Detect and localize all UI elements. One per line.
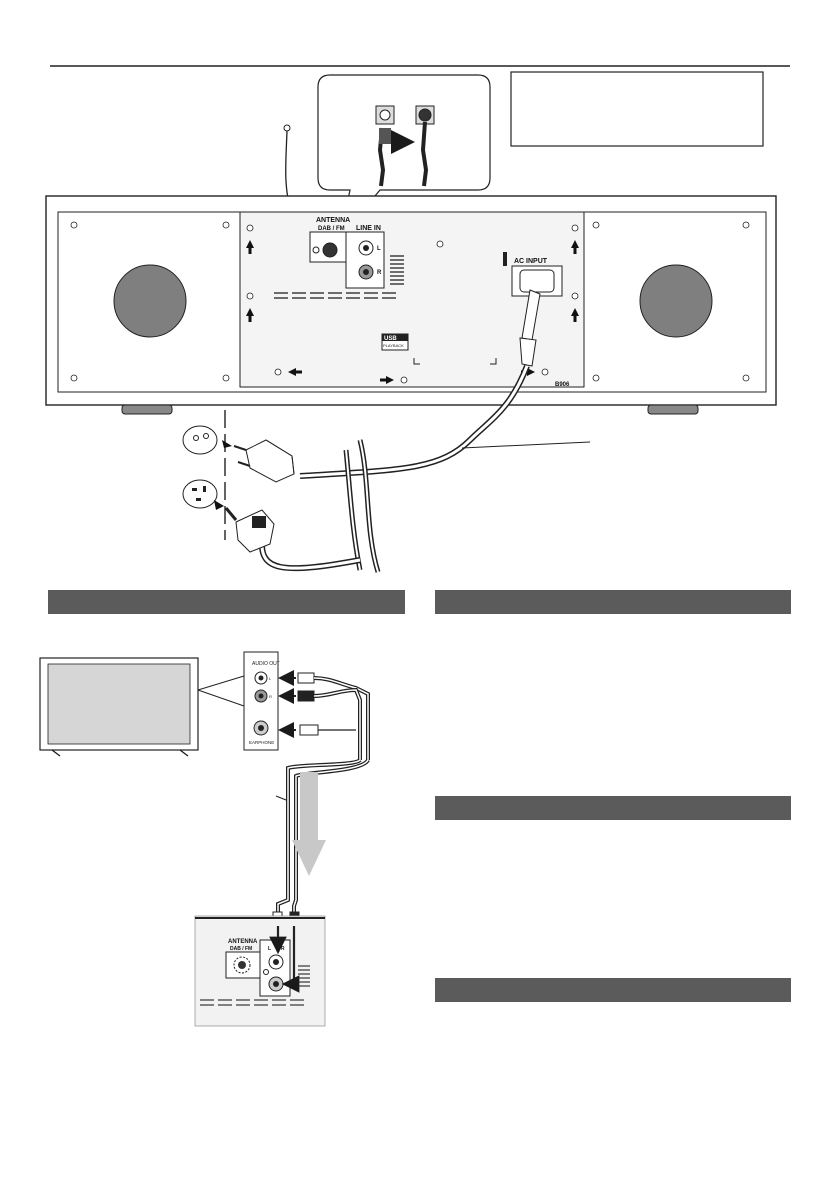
line-in-socket: LINE IN L R	[345, 225, 385, 289]
line-in-left-label: L	[377, 246, 381, 252]
antenna-socket: ANTENNA DAB / FM	[309, 217, 350, 263]
ac-input-socket: AC INPUT	[503, 252, 563, 297]
television	[39, 657, 245, 757]
cable-leader-line	[461, 441, 591, 449]
tv-audio-panel: AUDIO OUT L R EARPHONE	[243, 651, 280, 751]
audio-cable	[272, 670, 370, 927]
audio-out-right-label: R	[269, 694, 272, 699]
foot-right	[647, 404, 699, 415]
usb-label: USB	[384, 336, 397, 342]
model-code: B906	[555, 382, 570, 388]
vent-slots	[274, 255, 404, 299]
earphone-label: EARPHONE	[249, 740, 274, 745]
speaker-right	[639, 264, 713, 338]
usb-port: USB PLAYBACK	[381, 333, 409, 351]
audio-out-left-label: L	[269, 676, 272, 681]
closeup-left-label: L	[268, 946, 271, 952]
line-in-right-label: R	[377, 270, 382, 276]
antenna-label: ANTENNA	[316, 217, 350, 224]
section-bar-right-bottom	[435, 978, 791, 1002]
usb-sub-label: PLAYBACK	[383, 343, 404, 348]
closeup-antenna-sub-label: DAB / FM	[230, 946, 252, 952]
foot-left	[121, 404, 173, 415]
section-bar-right-middle	[435, 796, 791, 820]
closeup-right-label: R	[281, 946, 285, 952]
line-in-label: LINE IN	[356, 225, 381, 232]
wall-outlets	[182, 410, 295, 553]
antenna-connector-before	[375, 105, 395, 187]
unit-rear-panel: ANTENNA DAB / FM LINE IN L R	[45, 195, 777, 415]
audio-out-label: AUDIO OUT	[252, 661, 280, 667]
speaker-left	[113, 264, 187, 338]
power-cable	[258, 289, 591, 573]
direction-arrow	[292, 772, 326, 876]
section-bar-line-in	[48, 590, 405, 614]
section-bar-right-top	[435, 590, 791, 614]
ac-input-label: AC INPUT	[514, 258, 548, 265]
closeup-antenna-label: ANTENNA	[228, 939, 258, 945]
note-box	[510, 71, 764, 147]
cable-leader-tv	[275, 795, 287, 801]
unit-closeup: ANTENNA DAB / FM L R	[194, 915, 326, 1027]
antenna-connector-after	[415, 105, 435, 187]
antenna-sub-label: DAB / FM	[318, 226, 345, 232]
